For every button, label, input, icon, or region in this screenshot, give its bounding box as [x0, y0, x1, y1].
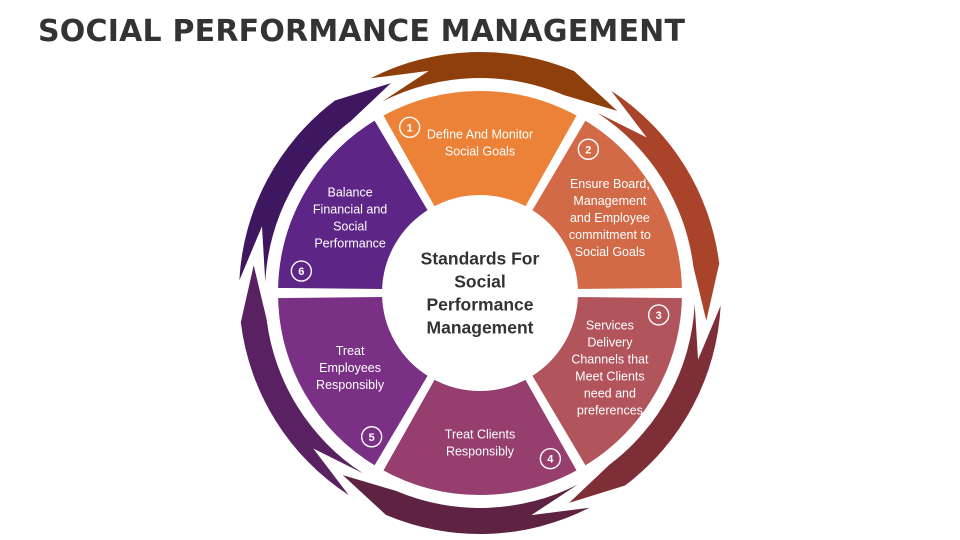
cycle-arrow-6 [239, 83, 391, 282]
step-number: 4 [547, 454, 554, 466]
outer-arrow-ring [239, 52, 721, 534]
cycle-arrow-3 [569, 304, 721, 503]
step-badge-4: 4 [539, 447, 562, 470]
step-badge-2: 2 [577, 138, 600, 160]
step-number: 3 [656, 310, 662, 322]
center-circle [388, 201, 572, 385]
step-number: 2 [585, 144, 591, 156]
cycle-arrow-5 [240, 265, 363, 496]
ring-outline [273, 86, 687, 500]
cycle-arrow-2 [597, 90, 720, 321]
step-badge-3: 3 [647, 304, 670, 326]
step-badge-6: 6 [290, 260, 313, 282]
page-title: SOCIAL PERFORMANCE MANAGEMENT [38, 14, 686, 49]
step-number: 6 [298, 266, 304, 278]
step-badge-1: 1 [398, 116, 421, 139]
cycle-arrow-1 [370, 52, 618, 111]
number-badges: 1 2 3 4 5 6 [290, 116, 670, 470]
step-badge-5: 5 [360, 426, 383, 448]
step-number: 5 [369, 432, 375, 444]
segment-ring [271, 84, 689, 502]
cycle-arrow-4 [342, 475, 590, 534]
step-number: 1 [407, 122, 413, 134]
